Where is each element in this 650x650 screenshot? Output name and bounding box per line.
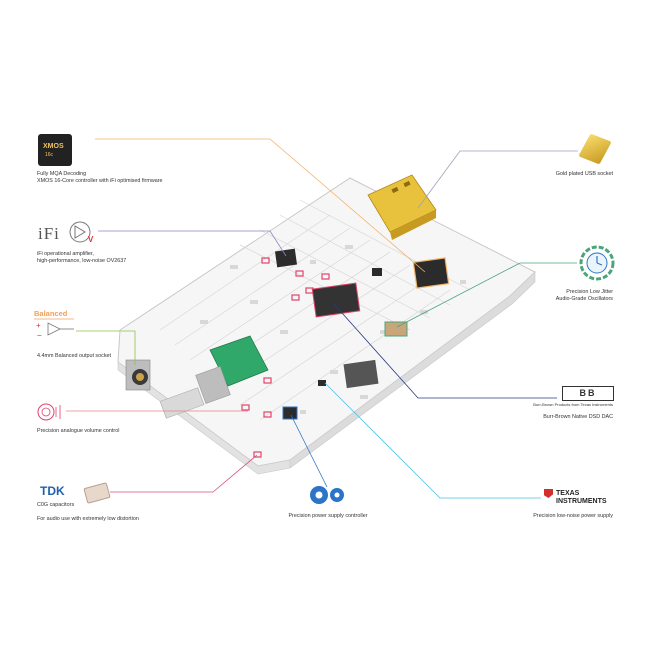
tdk-title: C0G capacitors [37, 502, 75, 508]
burr-brown-logo: BB [562, 386, 614, 401]
opamp-leader-line [98, 230, 287, 257]
power-leader-line [290, 414, 328, 488]
svg-text:V: V [88, 235, 94, 244]
tdk-leader-line [110, 454, 258, 493]
xmos-leader-line [95, 138, 426, 273]
xmos-title: Fully MQA Decoding [37, 171, 87, 177]
xmos-chip-sub: 16c [45, 152, 54, 158]
ti-title: Precision low-noise power supply [533, 513, 613, 519]
pcb-board [117, 174, 536, 475]
svg-text:−: − [37, 331, 42, 340]
ifi-logo: iFi [38, 224, 60, 243]
usb-connector [367, 174, 437, 240]
usb-title: Gold plated USB socket [555, 171, 613, 177]
balanced-circuit-icon: + − [34, 318, 74, 340]
osc-leader-line [396, 262, 577, 328]
volume-title: Precision analogue volume control [37, 428, 120, 434]
volume-knob-icon [37, 403, 61, 421]
ti-logo-line1: TEXAS [556, 490, 580, 497]
balanced-title: 4.4mm Balanced output socket [37, 353, 112, 359]
power-title: Precision power supply controller [288, 513, 368, 519]
svg-text:+: + [36, 321, 41, 330]
osc-title: Precision Low Jitter [566, 289, 613, 295]
tdk-logo: TDK [40, 484, 65, 498]
dac-leader-line [333, 303, 557, 399]
opamp-title: iFi operational amplifier, [37, 251, 94, 257]
xmos-description: XMOS 16-Core controller with iFi optimis… [37, 178, 163, 184]
ti-leader-line [324, 382, 541, 499]
usb-leader-line [417, 150, 578, 209]
xmos-chip-text: XMOS [43, 143, 64, 150]
xmos-chip-icon: XMOS 16c [38, 134, 72, 166]
volume-knob-drawing [159, 335, 269, 419]
burr-brown-sub: Burr-Brown Products from Texas Instrumen… [533, 402, 613, 407]
osc-description: Audio-Grade Oscillators [555, 296, 613, 302]
ti-state-icon [544, 489, 553, 498]
dac-title: Burr-Brown Native DSD DAC [543, 414, 613, 420]
ti-logo-line2: INSTRUMENTS [556, 498, 607, 505]
tdk-description: For audio use with extremely low distort… [37, 516, 139, 522]
opamp-icon: V [69, 221, 94, 244]
balanced-label: Balanced [34, 309, 68, 318]
gears-icon [310, 486, 344, 504]
balanced-leader-line [76, 330, 136, 365]
opamp-description: high-performance, low-noise OV2637 [37, 258, 127, 264]
clock-icon [579, 245, 615, 281]
